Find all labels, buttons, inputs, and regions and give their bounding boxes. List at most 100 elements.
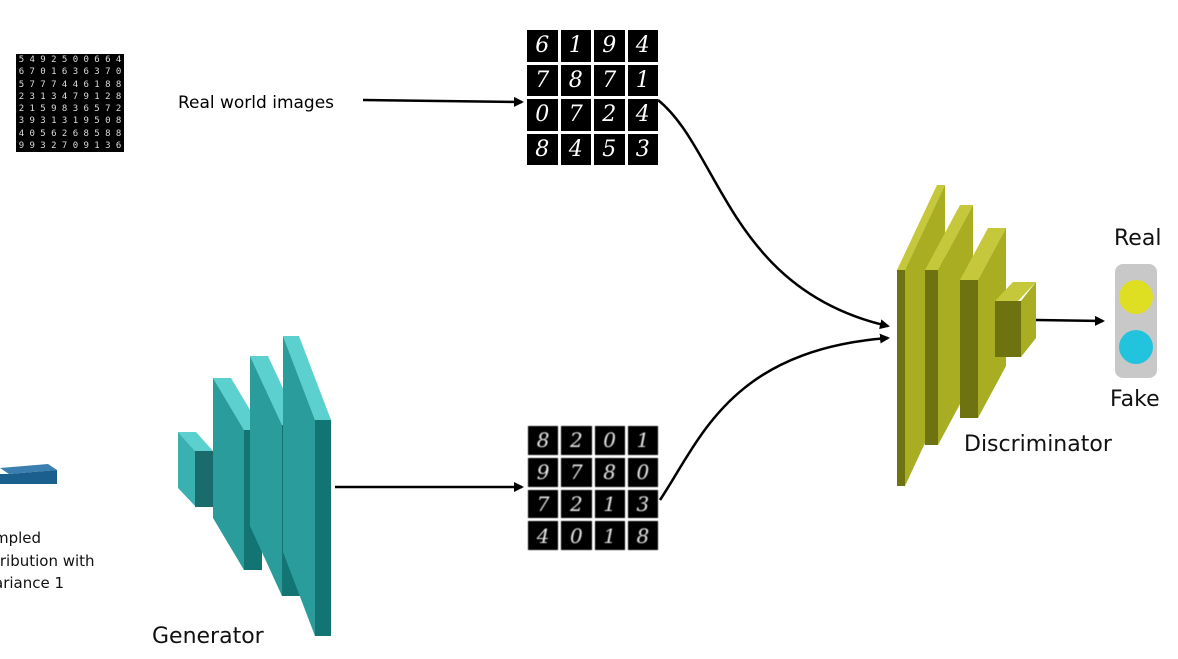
real-indicator-dot (1119, 280, 1153, 314)
dataset-digit: 8 (115, 91, 122, 102)
digit-sample-cell: 7 (561, 457, 592, 487)
dataset-digit: 5 (61, 55, 68, 65)
dataset-digit: 4 (61, 91, 68, 102)
dataset-digit: 9 (51, 104, 57, 114)
dataset-digit: 4 (29, 55, 35, 65)
digit-sample-cell: 7 (528, 489, 559, 519)
real-world-images-block: Real world images (150, 50, 362, 156)
digit-sample-cell: 1 (594, 489, 625, 519)
noise-line-2: tribution with (0, 551, 95, 570)
dataset-digit: 1 (94, 140, 100, 151)
dataset-digit: 2 (105, 91, 111, 102)
dataset-digit: 0 (115, 67, 122, 78)
dataset-digit: 4 (72, 79, 79, 90)
digit-sample-cell: 8 (627, 521, 658, 550)
dataset-digit: 1 (29, 104, 35, 114)
dataset-digit: 8 (105, 128, 111, 139)
dataset-digit: 5 (40, 104, 46, 114)
dataset-digit: 7 (72, 91, 79, 102)
digit-sample-cell: 9 (528, 457, 559, 487)
dataset-digit: 5 (40, 128, 46, 139)
digit-sample-cell: 4 (528, 521, 559, 550)
digit-sample-cell: 1 (627, 64, 658, 96)
noise-line-1: mpled (0, 529, 42, 547)
digit-sample-cell: 4 (627, 99, 658, 131)
generator-label: Generator (152, 624, 264, 649)
digit-sample-cell: 8 (594, 457, 625, 487)
dataset-digit: 0 (29, 128, 35, 139)
digit-sample-cell: 2 (594, 99, 625, 131)
digit-sample-cell: 1 (560, 30, 591, 62)
dataset-digit: 6 (83, 79, 89, 90)
dataset-digit: 3 (105, 140, 111, 151)
digit-sample-cell: 2 (561, 489, 592, 519)
dataset-digit: 9 (29, 140, 35, 151)
dataset-digit: 8 (115, 116, 122, 127)
digit-sample-cell: 4 (560, 133, 591, 165)
noise-line-3: ariance 1 (0, 574, 65, 592)
dataset-digit: 9 (18, 140, 25, 151)
dataset-digit: 3 (40, 140, 46, 151)
dataset-digit: 6 (72, 128, 79, 139)
digit-sample-cell: 0 (527, 99, 558, 131)
dataset-digit: 9 (40, 55, 46, 65)
digit-sample-cell: 7 (527, 64, 558, 96)
dataset-digit: 7 (105, 104, 111, 114)
dataset-digit: 6 (83, 104, 89, 114)
dataset-digit: 3 (72, 67, 79, 78)
dataset-digit: 5 (94, 104, 100, 114)
real-output-label: Real (1114, 226, 1162, 251)
digit-sample-cell: 8 (528, 426, 559, 455)
digit-sample-cell: 3 (627, 133, 658, 165)
generator-layers-icon (178, 336, 331, 636)
dataset-digit: 8 (83, 128, 89, 139)
dataset-digit: 0 (72, 55, 79, 65)
traffic-light-icon (1115, 264, 1157, 378)
dataset-digit: 6 (115, 140, 122, 151)
dataset-digit: 4 (61, 79, 68, 90)
dataset-digit: 2 (61, 128, 68, 139)
dataset-digit: 0 (83, 55, 89, 65)
dataset-digit: 3 (29, 91, 35, 102)
digit-sample-cell: 8 (560, 64, 591, 96)
dataset-digit: 1 (72, 116, 79, 127)
dataset-digit: 7 (29, 67, 35, 78)
dataset-digit: 9 (83, 91, 89, 102)
noise-vector-icon (0, 464, 57, 484)
dataset-digit: 6 (51, 128, 57, 139)
dataset-digit: 0 (105, 116, 111, 127)
dataset-digit: 5 (18, 55, 25, 65)
dataset-digit: 1 (51, 67, 57, 78)
digit-sample-cell: 0 (561, 521, 592, 550)
dataset-digit: 2 (51, 140, 57, 151)
dataset-digit: 7 (29, 79, 35, 90)
dataset-digit: 6 (94, 55, 100, 65)
dataset-digit: 9 (83, 140, 89, 151)
dataset-digit: 1 (51, 116, 57, 127)
dataset-digit: 7 (40, 79, 46, 90)
real-world-images-label: Real world images (177, 93, 335, 113)
dataset-digit: 1 (94, 79, 100, 90)
dataset-digit: 5 (18, 79, 25, 90)
discriminator-layers-icon (897, 185, 1036, 486)
real-samples-to-discriminator-arrow (657, 99, 890, 330)
dataset-digit: 4 (18, 128, 25, 139)
dataset-digit: 8 (61, 104, 68, 114)
dataset-digit: 5 (94, 128, 100, 139)
dataset-digit: 9 (83, 116, 89, 127)
dataset-digit: 3 (40, 116, 46, 127)
fake-samples-to-discriminator-arrow (658, 333, 890, 501)
dataset-digit: 7 (61, 140, 68, 151)
dataset-digit: 3 (72, 104, 79, 114)
dataset-digit: 2 (51, 55, 57, 65)
dataset-digit: 6 (83, 67, 89, 78)
dataset-digit: 0 (40, 67, 46, 78)
dataset-digit: 7 (105, 67, 111, 78)
digit-sample-cell: 5 (594, 133, 625, 165)
dataset-digit: 2 (18, 104, 25, 114)
digit-sample-cell: 7 (594, 64, 625, 96)
